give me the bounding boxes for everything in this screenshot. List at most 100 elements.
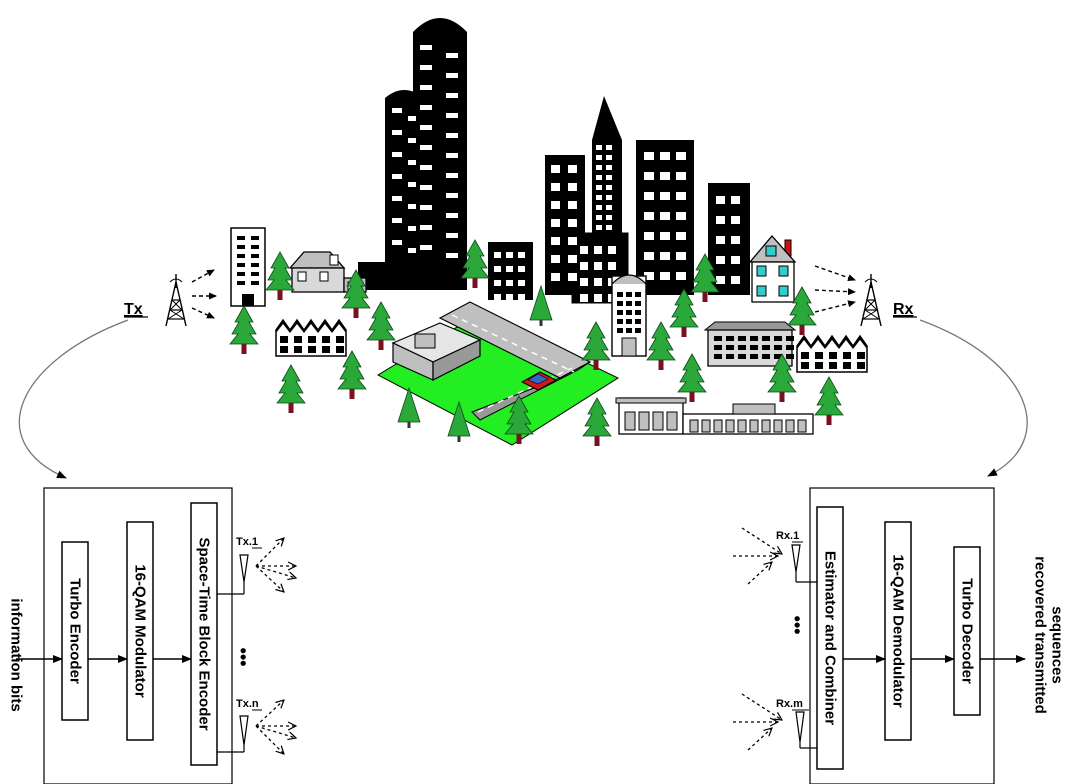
window [761,419,771,433]
window [774,354,782,359]
window [737,419,747,433]
window [644,172,654,180]
receiver-panel: Estimator and Combiner 16-QAM Demodulato… [809,487,1026,784]
rx-antenna-1-label: Rx.1 [776,530,799,542]
office-building-icon [488,140,750,304]
tx-antenna-n-label: Tx.n [236,698,259,710]
window [506,294,513,300]
window [606,145,612,150]
window [420,245,432,250]
window [446,253,458,258]
window [237,281,245,285]
window [251,263,259,267]
window [785,419,795,433]
window [551,255,560,263]
strip-mall-icon [615,397,814,435]
window [689,419,699,433]
window [251,245,259,249]
window [762,345,770,350]
window [392,130,402,135]
window [626,292,632,297]
window [762,354,770,359]
turbo-decoder-label: Turbo Decoder [959,578,976,684]
window [594,262,602,270]
window [568,255,577,263]
window [551,183,560,191]
tx-emission-arrows [191,269,217,319]
window [624,411,636,431]
window [617,310,623,315]
window [420,105,432,110]
window [829,362,837,369]
tx-curve-arrow [18,319,129,479]
window [446,193,458,198]
window [713,419,723,433]
city-illustration [165,18,882,447]
window [408,160,416,165]
window [716,196,725,204]
turbo-decoder-block: Turbo Decoder [953,546,981,716]
window [716,276,725,284]
window [676,192,686,200]
window [660,152,670,160]
window [626,319,632,324]
window [392,240,402,245]
window [408,204,416,209]
window [446,153,458,158]
tall-tower-icon [358,18,467,290]
window [606,175,612,180]
window [773,419,783,433]
window [635,301,641,306]
modulator-block: 16-QAM Modulator [126,521,154,741]
window [714,354,722,359]
window [608,246,616,254]
tx-antenna-1-icon [239,554,249,583]
window [551,201,560,209]
window [635,310,641,315]
turbo-encoder-label: Turbo Encoder [67,578,84,684]
window [725,419,735,433]
window [594,246,602,254]
window [716,236,725,244]
window [676,272,686,280]
window [446,133,458,138]
hotel-building-icon [703,321,797,367]
window [294,346,302,353]
window [843,352,851,359]
window [237,254,245,258]
window [626,310,632,315]
tx-label: Tx [124,301,143,318]
window [644,192,654,200]
window [322,336,330,343]
window [774,345,782,350]
window [594,294,602,302]
window [408,116,416,121]
window [726,345,734,350]
window [626,328,632,333]
window [551,237,560,245]
window [420,165,432,170]
window [797,419,807,433]
window [596,195,602,200]
window [676,232,686,240]
rx-antenna-m-label: Rx.m [776,698,803,710]
window [580,246,588,254]
rx-incoming-arrows [814,265,856,313]
window [392,218,402,223]
window [408,138,416,143]
window [750,354,758,359]
window [815,352,823,359]
window [731,256,740,264]
window [626,301,632,306]
spire-building-icon [592,96,622,235]
rx-label: Rx [893,301,914,318]
window [660,252,670,260]
window [857,352,865,359]
window [596,165,602,170]
window [652,411,664,431]
cyan-house-icon [748,235,797,303]
window [322,346,330,353]
output-label-line2: sequences [1049,606,1066,684]
window [237,236,245,240]
